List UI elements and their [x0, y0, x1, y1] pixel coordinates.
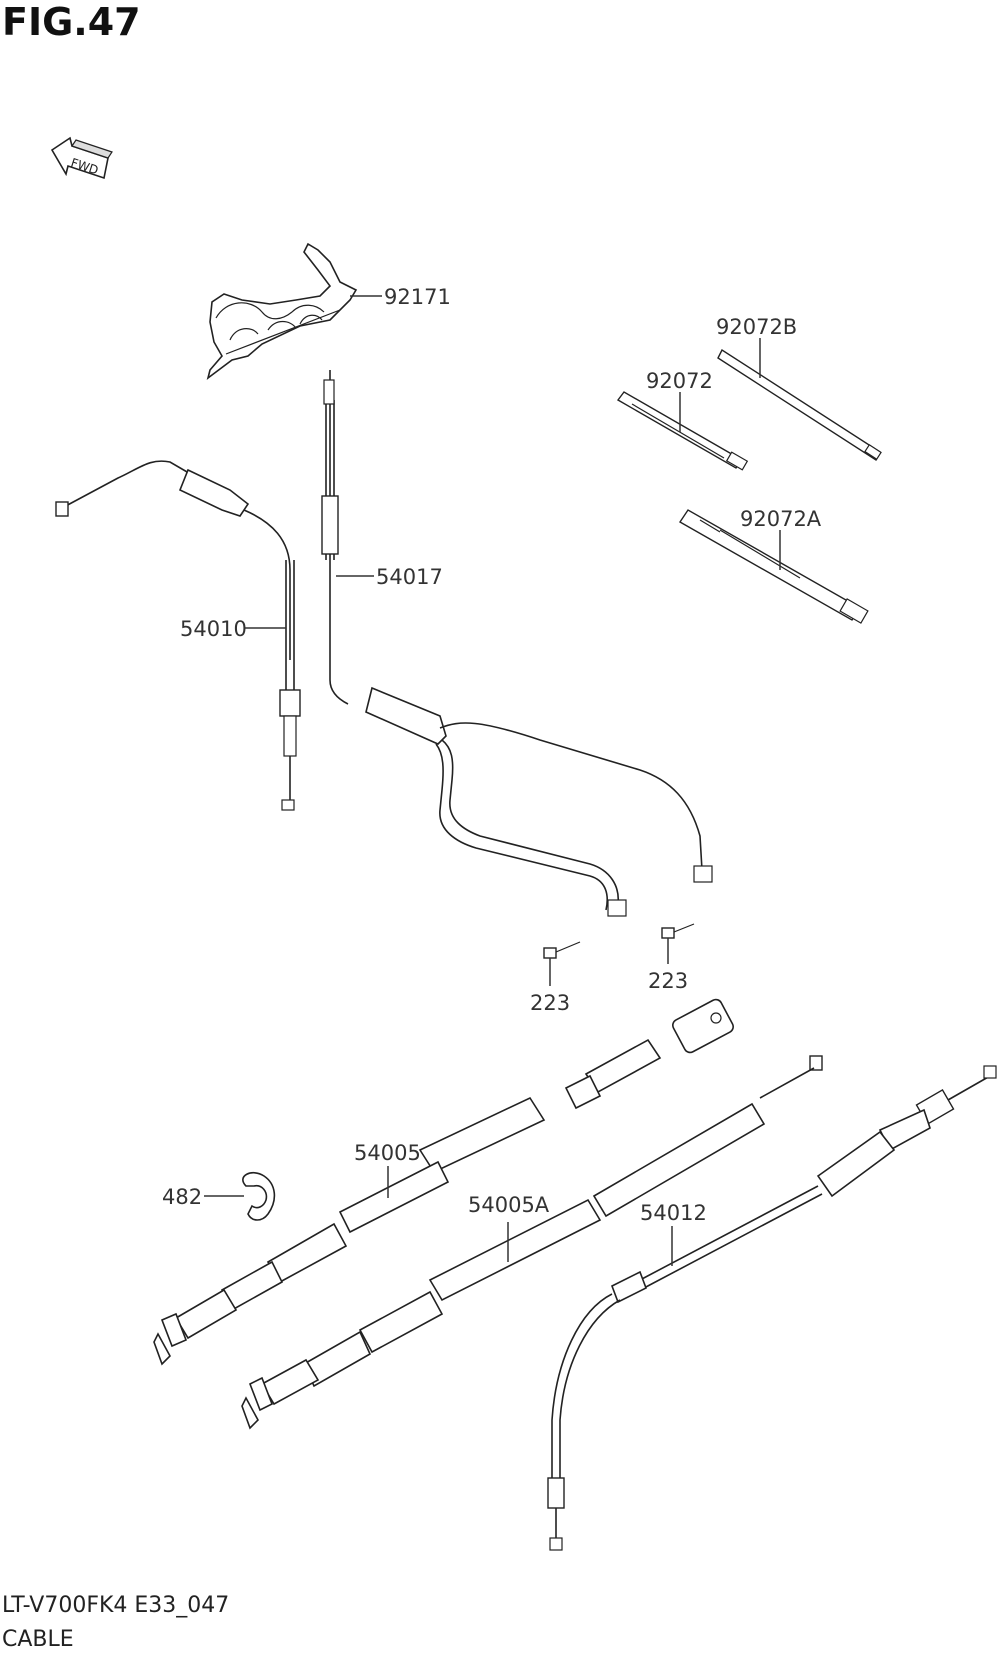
- label-92171: 92171: [384, 285, 451, 309]
- diagram-code: LT-V700FK4 E33_047: [2, 1593, 230, 1618]
- fwd-arrow-icon: FWD: [50, 136, 113, 180]
- part-223-screw-b: [661, 923, 695, 939]
- label-54010: 54010: [180, 617, 247, 641]
- diagram-name: CABLE: [2, 1627, 74, 1652]
- label-223-right: 223: [648, 969, 688, 993]
- label-92072: 92072: [646, 369, 713, 393]
- part-92072B-cable-tie: [717, 348, 882, 462]
- part-54012-cable: [547, 1065, 997, 1551]
- figure-title: FIG.47: [2, 0, 141, 44]
- label-54005: 54005: [354, 1141, 421, 1165]
- part-54005A-cable: [241, 1055, 823, 1430]
- label-482: 482: [162, 1185, 202, 1209]
- label-54017: 54017: [376, 565, 443, 589]
- part-54017-cable: [321, 370, 713, 917]
- part-54005-cable: [153, 998, 734, 1366]
- part-223-screw-a: [543, 941, 581, 959]
- label-54005A: 54005A: [468, 1193, 550, 1217]
- label-92072B: 92072B: [716, 315, 797, 339]
- part-92171-clamp: [206, 242, 358, 380]
- label-223-left: 223: [530, 991, 570, 1015]
- label-54012: 54012: [640, 1201, 707, 1225]
- part-482-clip: [242, 1171, 276, 1221]
- part-92072A-cable-tie: [679, 509, 869, 624]
- label-92072A: 92072A: [740, 507, 822, 531]
- part-92072-cable-tie: [616, 391, 749, 471]
- part-54010-cable: [55, 460, 301, 811]
